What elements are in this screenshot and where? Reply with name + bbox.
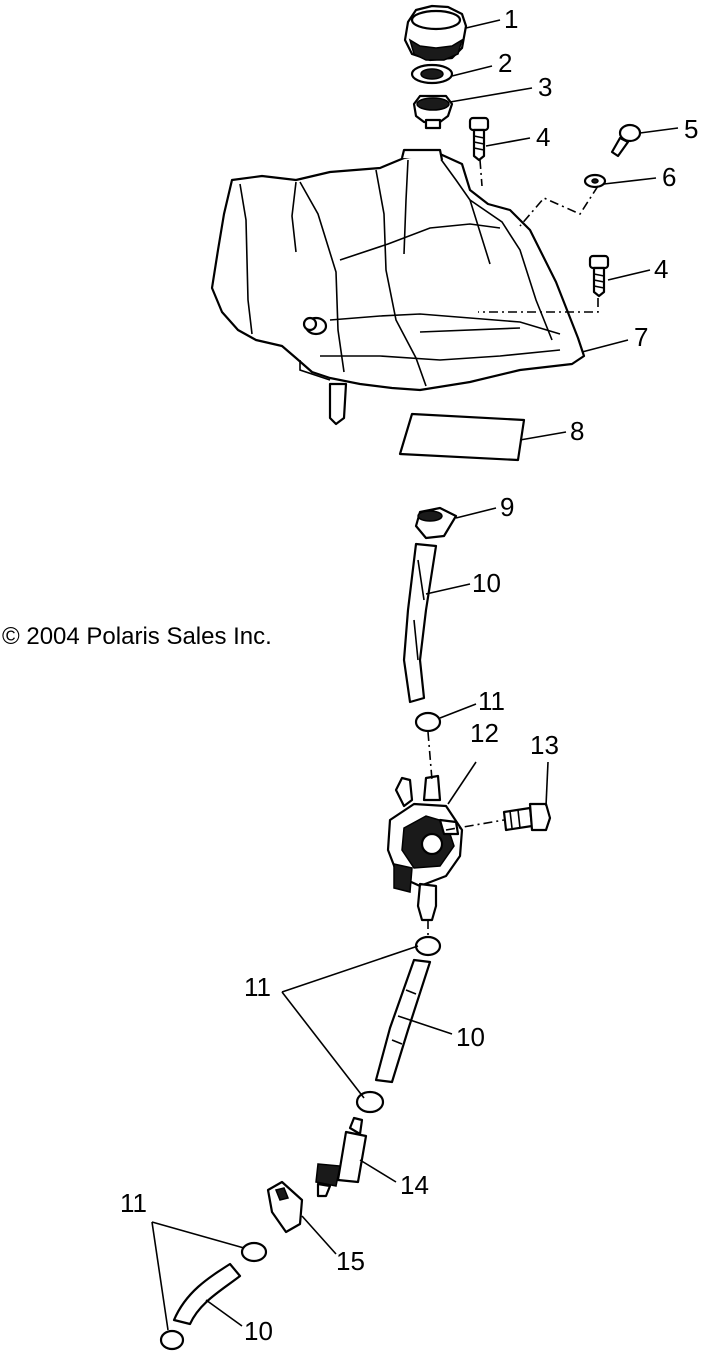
hose-clip-bottom-right — [240, 1241, 268, 1263]
hose-clip-upper — [414, 711, 442, 733]
callout-1: 1 — [504, 4, 518, 34]
callout-14: 14 — [400, 1170, 429, 1200]
leader-lines — [151, 19, 679, 1331]
hose-clip-bottom-left — [159, 1329, 185, 1351]
callout-numbers: 1 2 3 4 5 6 4 7 8 9 10 11 12 13 11 10 14… — [120, 4, 698, 1346]
fuel-hose-upper — [402, 542, 438, 704]
cap-seal — [410, 63, 454, 85]
fuel-hose-middle — [374, 958, 432, 1084]
callout-11-upper: 11 — [478, 686, 505, 716]
mounting-clamp — [266, 1180, 304, 1234]
callout-2: 2 — [498, 48, 512, 78]
callout-15: 15 — [336, 1246, 365, 1276]
callout-13: 13 — [530, 730, 559, 760]
callout-10-upper: 10 — [472, 568, 501, 598]
fuel-cap — [403, 4, 468, 62]
screw-upper — [468, 116, 490, 162]
hose-clamp-top — [414, 506, 458, 540]
callout-11-lower: 11 — [120, 1188, 147, 1218]
callout-5: 5 — [684, 114, 698, 144]
callout-10-lower: 10 — [244, 1316, 273, 1346]
fuel-hose-bottom — [172, 1262, 242, 1326]
callout-10-middle: 10 — [456, 1022, 485, 1052]
hose-clip-middle-top — [414, 935, 442, 957]
screw-lower — [588, 254, 610, 298]
callout-8: 8 — [570, 416, 584, 446]
washer — [583, 173, 607, 189]
callout-3: 3 — [538, 72, 552, 102]
callout-7: 7 — [634, 322, 648, 352]
inline-fuel-filter — [315, 1116, 368, 1198]
copyright-notice: © 2004 Polaris Sales Inc. — [2, 623, 272, 650]
callout-4-lower: 4 — [654, 254, 668, 284]
callout-11-middle: 11 — [244, 972, 271, 1002]
valve-fitting — [502, 802, 552, 832]
callout-9: 9 — [500, 492, 514, 522]
callout-4-upper: 4 — [536, 122, 550, 152]
callout-12: 12 — [470, 718, 499, 748]
fuel-tank — [210, 148, 586, 426]
fuel-valve — [386, 774, 464, 922]
bolt — [610, 123, 642, 158]
fuel-strainer — [412, 94, 454, 130]
assembly-lines — [427, 159, 599, 936]
callout-6: 6 — [662, 162, 676, 192]
decal — [398, 412, 526, 462]
